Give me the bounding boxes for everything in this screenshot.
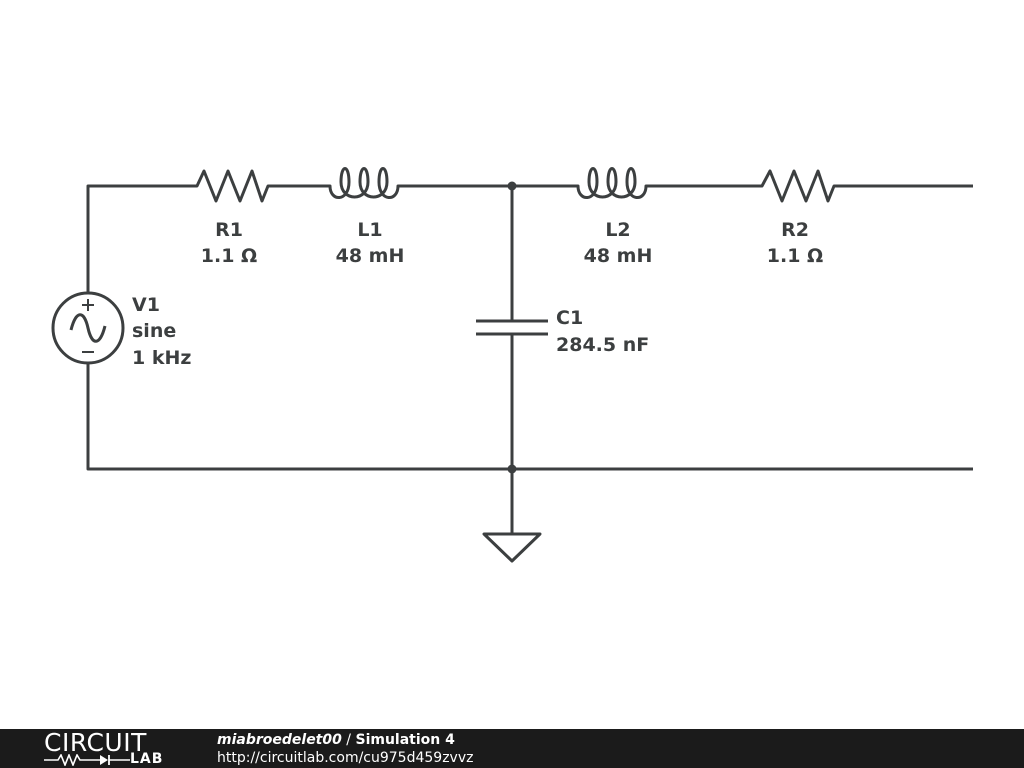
l1-name-label: L1 [357,219,382,241]
logo-lab-text: LAB [130,751,164,767]
simulation-title[interactable]: Simulation 4 [355,732,455,748]
ground-icon[interactable] [482,532,542,563]
inductor-l2[interactable] [570,167,755,199]
resistor-r2[interactable] [755,169,973,203]
author-link[interactable]: miabroedelet00 [217,732,342,748]
r1-value-label: 1.1 Ω [201,245,257,267]
r1-name-label: R1 [215,219,243,241]
v1-name-label: V1 [132,294,160,316]
r2-name-label: R2 [781,219,809,241]
v1-frequency-label: 1 kHz [132,347,191,369]
source-circle [51,291,125,365]
circuit-url-link[interactable]: http://circuitlab.com/cu975d459zvvz [217,750,474,766]
junction-top [507,181,517,191]
footer-title-line: miabroedelet00 / Simulation 4 [217,731,473,749]
title-separator: / [341,732,356,748]
l1-value-label: 48 mH [336,245,405,267]
voltage-source-v1[interactable] [51,291,125,365]
l2-value-label: 48 mH [584,245,653,267]
circuitlab-logo[interactable]: CIRCUIT LAB [40,730,180,768]
c1-name-label: C1 [556,307,583,329]
v1-type-label: sine [132,320,176,342]
circuit-schematic: R1 1.1 Ω L1 48 mH L2 48 mH R2 1.1 Ω C1 2… [51,167,973,563]
inductor-l1[interactable] [323,167,512,199]
r2-value-label: 1.1 Ω [767,245,823,267]
wire-bottom-rail [86,362,973,471]
footer-bar: CIRCUIT LAB miabroedelet00 / Simulation … [0,729,1024,768]
footer-info: miabroedelet00 / Simulation 4 http://cir… [217,731,473,767]
plus-icon [82,299,94,311]
sine-wave-icon [69,313,107,343]
junction-bottom [507,464,517,474]
logo-resistor-diode-icon [44,754,130,766]
wire-source-top [86,184,188,294]
l2-name-label: L2 [605,219,630,241]
c1-value-label: 284.5 nF [556,334,649,356]
logo-circuit-text: CIRCUIT [44,728,147,757]
resistor-r1[interactable] [188,169,323,203]
